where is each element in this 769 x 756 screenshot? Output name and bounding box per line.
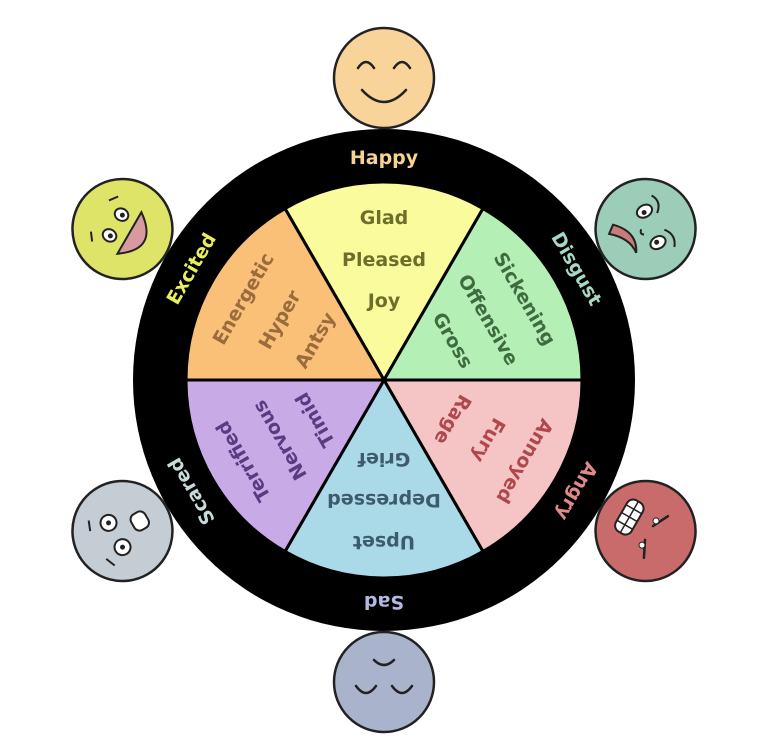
sector-angry xyxy=(381,378,584,554)
face-scared-icon xyxy=(71,479,174,583)
sector-happy xyxy=(282,180,486,383)
emotion-word: Grief xyxy=(357,448,410,470)
emotion-word: Depressed xyxy=(327,489,441,511)
sector-scared xyxy=(184,378,387,554)
emotion-label-happy: Happy xyxy=(350,147,419,169)
face-happy-icon xyxy=(332,26,436,130)
emotion-label-sad: Sad xyxy=(364,591,404,613)
emotion-word: Joy xyxy=(366,290,401,312)
sector-sad xyxy=(282,377,486,580)
emotion-word: Glad xyxy=(360,207,409,229)
sector-disgust xyxy=(381,206,584,382)
face-angry-icon xyxy=(594,479,697,583)
emotion-word: Upset xyxy=(353,531,415,553)
face-excited-icon xyxy=(71,177,174,281)
sector-excited xyxy=(184,206,387,382)
emotion-word: Pleased xyxy=(342,249,426,271)
face-sad-icon xyxy=(332,630,436,734)
face-disgust-icon xyxy=(594,177,697,281)
